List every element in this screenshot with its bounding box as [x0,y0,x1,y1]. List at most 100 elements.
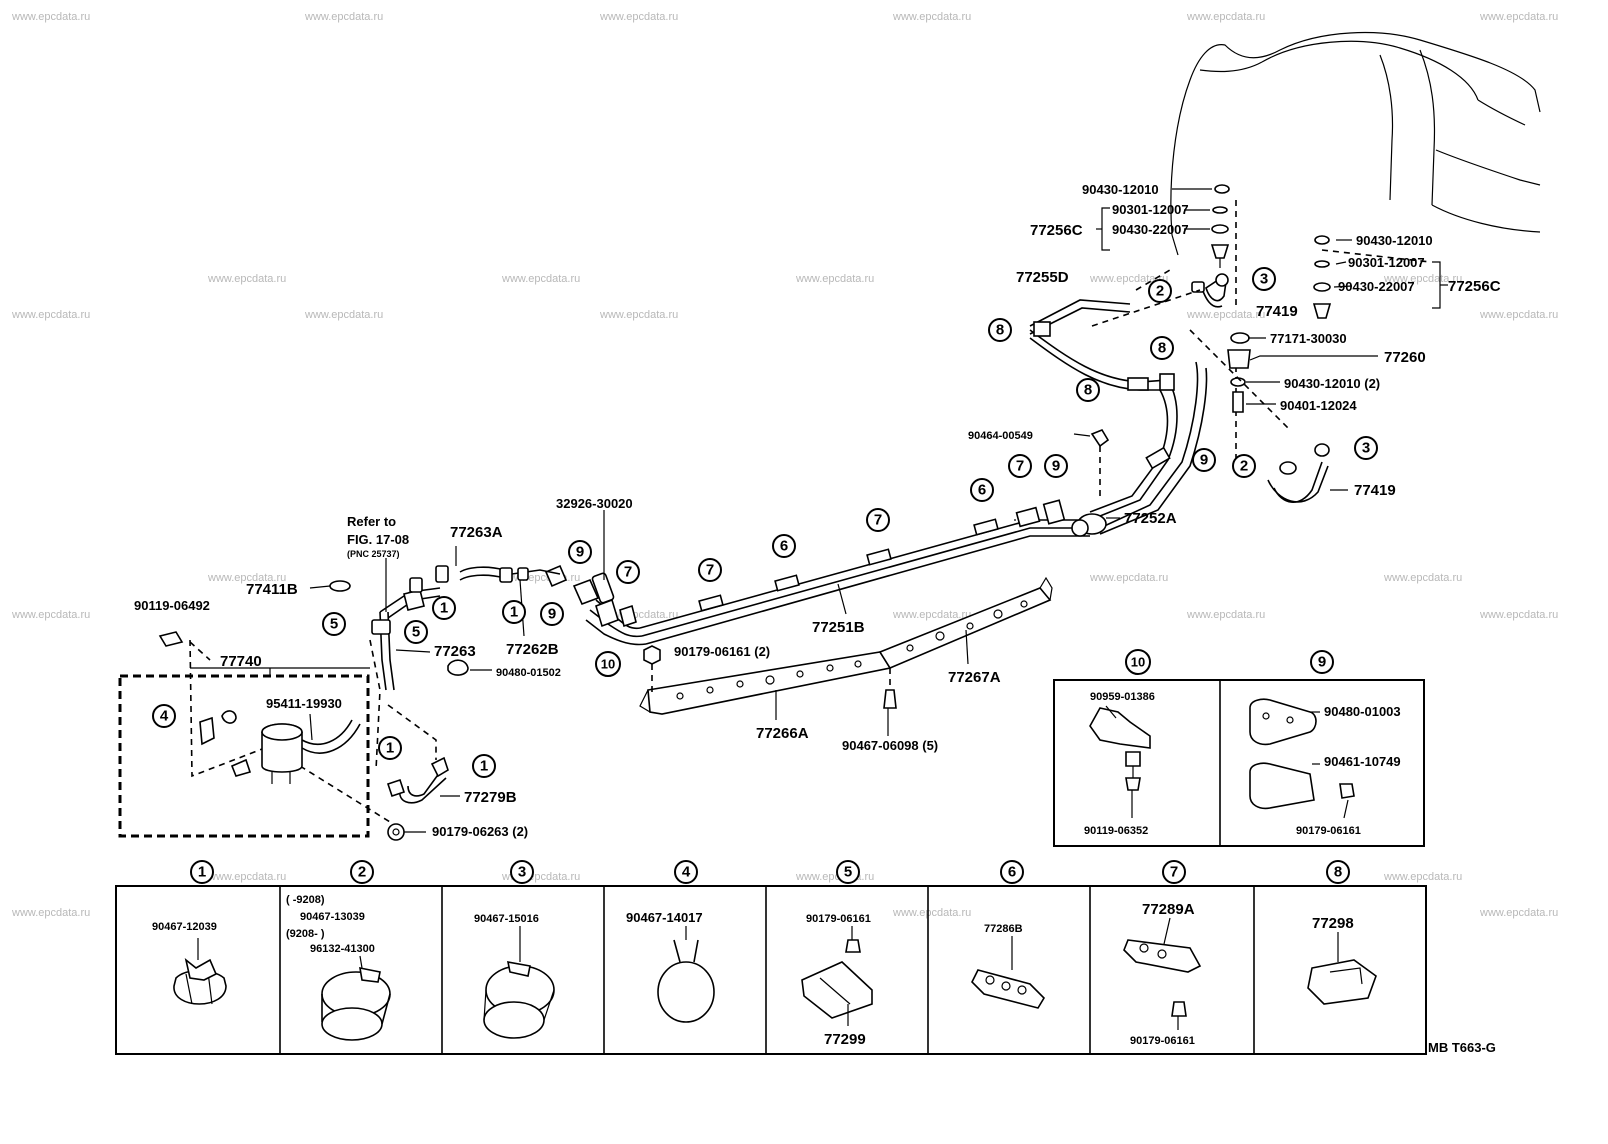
svg-text:8: 8 [1334,864,1342,881]
bracket-77267a [878,587,1052,670]
callout-9: 9 [540,602,564,626]
washer-icon [1211,224,1229,234]
watermark: www.epcdata.ru [1479,907,1558,919]
nut-icon [1339,783,1355,799]
clamp-icon [973,518,999,536]
callout-7: 7 [866,508,890,532]
callout-1: 1 [432,596,456,620]
washer-icon [1214,184,1230,194]
clamp-icon [430,756,449,778]
callout-4: 4 [674,860,698,884]
callout-10: 10 [595,651,621,677]
bolt-icon [1125,751,1141,767]
part-label: 77252A [1124,510,1177,527]
svg-text:8: 8 [996,322,1004,339]
clamp-icon [403,589,425,611]
watermark: www.epcdata.ru [795,871,874,883]
part-label: 77171-30030 [1270,331,1347,346]
clamp-icon [1015,506,1041,528]
watermark: www.epcdata.ru [599,11,678,23]
part-label: 90959-01386 [1090,691,1155,703]
clamp-icon [1191,281,1205,293]
clamp-icon [774,574,800,592]
watermark: www.epcdata.ru [1186,309,1265,321]
svg-text:2: 2 [1156,283,1164,300]
clamp-77299-icon [801,939,873,1019]
svg-text:7: 7 [706,562,714,579]
part-label: 90430-22007 [1112,222,1189,237]
part-label: 77419 [1256,303,1298,320]
bracket-holes [676,600,1028,700]
hose-clamp-1-icon [173,957,227,1005]
svg-text:5: 5 [330,616,338,633]
svg-text:7: 7 [874,512,882,529]
washer-icon [1230,377,1246,387]
watermark: www.epcdata.ru [892,609,971,621]
figure-code: MB T663-G [1428,1040,1496,1055]
hose-clamp-2-icon [321,966,391,1041]
callout-5: 5 [322,612,346,636]
svg-text:9: 9 [548,606,556,623]
watermark: www.epcdata.ru [892,11,971,23]
clamp-icon [1033,321,1051,337]
part-label: 90430-12010 [1356,233,1433,248]
callout-5: 5 [836,860,860,884]
nut-icon [387,823,405,841]
bracket-assembly [639,576,1053,715]
bracket-icon [595,598,619,628]
watermark: www.epcdata.ru [1479,11,1558,23]
leader-lines [197,188,1378,1030]
svg-text:6: 6 [978,482,986,499]
part-label: 90179-06161 [806,913,871,925]
callout-7: 7 [1008,454,1032,478]
part-label: ( -9208) [286,894,325,906]
callout-3: 3 [1252,267,1276,291]
svg-text:5: 5 [844,864,852,881]
part-label: 77298 [1312,915,1354,932]
svg-text:7: 7 [1016,458,1024,475]
watermark: www.epcdata.ru [207,273,286,285]
part-label: 90301-12007 [1112,202,1189,217]
part-label: 77255D [1016,269,1069,286]
part-label: 77419 [1354,482,1396,499]
grommet-icon [1227,349,1251,369]
callout-2: 2 [1148,279,1172,303]
parts-table [115,885,1427,1055]
svg-text:6: 6 [1008,864,1016,881]
clamp-icon [1127,377,1149,391]
clamp-icon [371,619,391,635]
svg-text:9: 9 [1052,458,1060,475]
callout-2: 2 [1232,454,1256,478]
callout-9: 9 [1310,650,1334,674]
callout-7: 7 [616,560,640,584]
svg-text:2: 2 [358,864,366,881]
svg-text:2: 2 [1240,458,1248,475]
clamp-77286b-icon [971,969,1046,1009]
bracket-icon [1089,707,1151,749]
part-label: 90467-14017 [626,910,703,925]
part-label: 90179-06161 [1130,1035,1195,1047]
watermark: www.epcdata.ru [207,871,286,883]
svg-text:7: 7 [624,564,632,581]
callout-6: 6 [1000,860,1024,884]
svg-text:7: 7 [1170,864,1178,881]
part-label: 77263A [450,524,503,541]
part-label: 90119-06352 [1084,825,1148,837]
part-label: 77251B [812,619,865,636]
part-label: 90301-12007 [1348,255,1425,270]
part-label: 95411-19930 [266,696,342,711]
svg-text:4: 4 [160,708,169,725]
part-label: 77256C [1448,278,1501,295]
fuel-tube-assembly [544,299,1208,646]
watermark: www.epcdata.ru [1383,273,1462,285]
part-label: (9208- ) [286,928,325,940]
svg-text:3: 3 [518,864,526,881]
callout-1: 1 [502,600,526,624]
part-label: 77299 [824,1031,866,1048]
clamp-icon [435,565,449,583]
svg-text:1: 1 [198,864,206,881]
svg-text:1: 1 [386,740,394,757]
part-label: 90467-15016 [474,913,539,925]
part-label: 77289A [1142,901,1195,918]
